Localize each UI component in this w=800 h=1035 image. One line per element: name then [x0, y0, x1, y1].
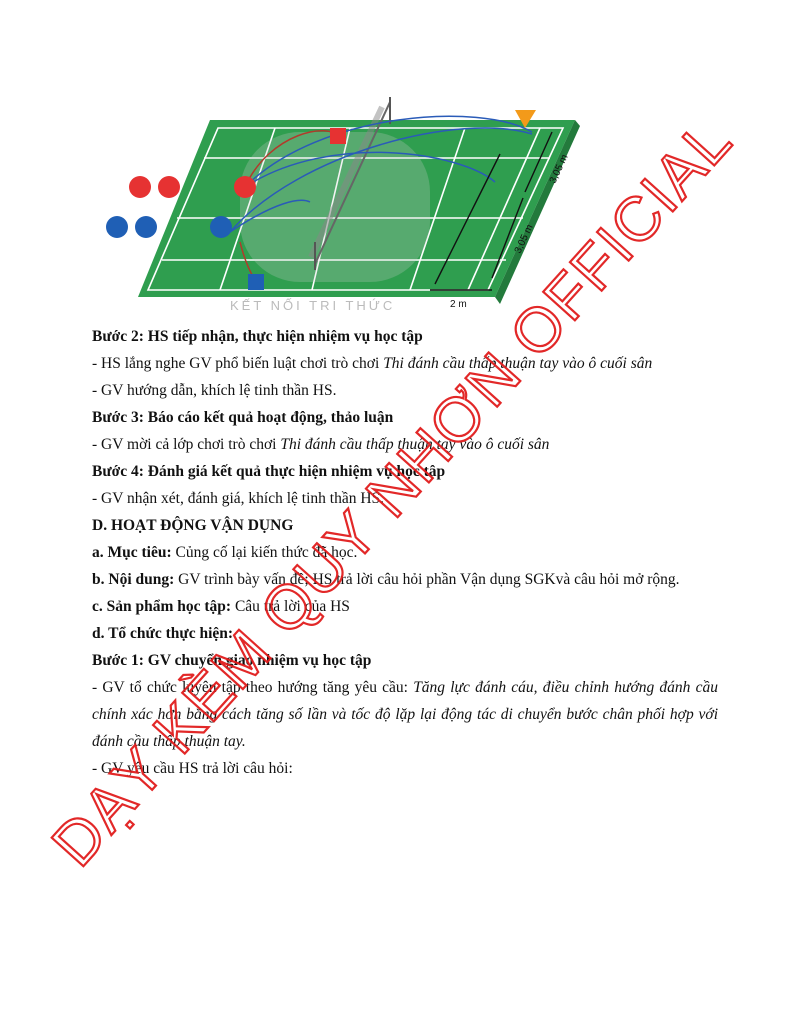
organization-heading: d. Tổ chức thực hiện:	[92, 625, 234, 642]
orange-cone	[515, 110, 536, 128]
dimension-lines	[430, 131, 553, 291]
red-ball-1	[129, 176, 151, 198]
court-surface	[138, 120, 575, 297]
content-description: b. Nội dung: GV trình bày vấn đề; HS trả…	[92, 571, 680, 588]
step-1-item-1: - GV tổ chức luyện tập theo hướng tăng y…	[92, 679, 718, 750]
blue-ball-1	[106, 216, 128, 238]
step-1-heading: Bước 1: GV chuyển giao nhiệm vụ học tập	[92, 652, 372, 669]
red-player	[234, 176, 256, 198]
step-4-heading: Bước 4: Đánh giá kết quả thực hiện nhiệm…	[92, 463, 446, 480]
court-side-shade	[495, 120, 580, 304]
blue-player	[210, 216, 232, 238]
step-2-item-2: - GV hướng dẫn, khích lệ tinh thần HS.	[92, 382, 337, 399]
red-ball-2	[158, 176, 180, 198]
section-d-heading: D. HOẠT ĐỘNG VẬN DỤNG	[92, 517, 294, 534]
shuttle-trajectories	[229, 115, 533, 281]
step-1-item-2: - GV yêu cầu HS trả lời câu hỏi:	[92, 760, 293, 777]
document-body: Bước 2: HS tiếp nhận, thực hiện nhiệm vụ…	[92, 323, 718, 782]
net	[308, 97, 391, 270]
dim-label-bottom: 2 m	[450, 299, 467, 310]
blue-ball-2	[135, 216, 157, 238]
step-3-item-1: - GV mời cả lớp chơi trò chơi Thi đánh c…	[92, 436, 550, 453]
red-target-square	[330, 128, 346, 144]
court-illustration: 3,05 m 3,05 m 2 m KẾT NỐI TRI THỨC	[100, 92, 580, 317]
objective: a. Mục tiêu: Củng cố lại kiến thức đã họ…	[92, 544, 358, 561]
blue-target-square	[248, 274, 264, 290]
step-4-item-1: - GV nhận xét, đánh giá, khích lệ tinh t…	[92, 490, 385, 507]
faint-logo-text: KẾT NỐI TRI THỨC	[230, 298, 395, 313]
learning-product: c. Sản phẩm học tập: Câu trả lời của HS	[92, 598, 350, 615]
step-2-heading: Bước 2: HS tiếp nhận, thực hiện nhiệm vụ…	[92, 328, 423, 345]
step-2-item-1: - HS lắng nghe GV phổ biến luật chơi trò…	[92, 355, 653, 372]
step-3-heading: Bước 3: Báo cáo kết quả hoạt động, thảo …	[92, 409, 394, 426]
court-svg: 3,05 m 3,05 m 2 m KẾT NỐI TRI THỨC	[106, 97, 580, 313]
